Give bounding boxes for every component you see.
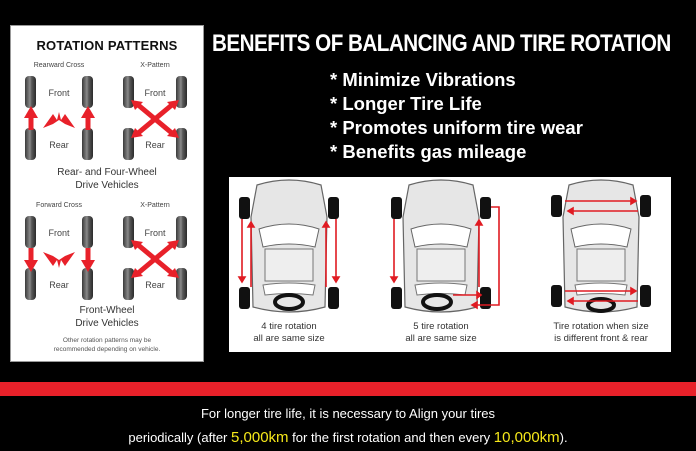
tire-icon [176,76,187,108]
pattern-label: X-Pattern [140,202,170,209]
pattern-label: X-Pattern [140,62,170,69]
front-label: Front [144,228,166,238]
rotation-patterns-title: ROTATION PATTERNS [36,38,178,53]
rotation-arrows-icon [24,106,95,130]
diagram-5-tire-rotation: 5 tire rotation all are same size [381,177,501,352]
tire-icon [176,128,187,160]
diagram-caption: Tire rotation when size is different fro… [521,321,681,345]
caption-line: Front-Wheel [79,305,135,316]
group-caption-rwd-4wd: Rear- and Four-Wheel Drive Vehicles [11,166,203,192]
caption-line: Drive Vehicles [75,318,139,329]
footer-text: ). [559,430,568,445]
tire-icon [123,268,134,300]
diagram-different-size-rotation: Tire rotation when size is different fro… [541,177,661,352]
headline: BENEFITS OF BALANCING AND TIRE ROTATION [212,30,671,57]
pattern-forward-cross: Forward Cross Front Rear [19,202,99,302]
rear-label: Rear [145,140,165,150]
caption-line: Rear- and Four-Wheel [57,167,157,178]
tire-icon [123,216,134,248]
tire-icon [82,268,93,300]
rotation-note: Other rotation patterns may be recommend… [11,336,203,354]
pattern-rearward-cross: Rearward Cross Front Rear [19,62,99,162]
pattern-label: Rearward Cross [33,62,85,69]
group-caption-fwd: Front-Wheel Drive Vehicles [11,304,203,330]
car-top-view-icon [237,179,341,313]
caption-line: all are same size [405,333,477,344]
rotation-arrows-icon [24,248,95,272]
car-top-view-icon [389,179,500,313]
front-label: Front [144,88,166,98]
caption-line: is different front & rear [554,333,648,344]
benefit-item: * Benefits gas mileage [330,141,527,162]
note-line: Other rotation patterns may be [62,337,152,344]
tire-icon [25,76,36,108]
caption-line: 4 tire rotation [261,321,317,332]
x-pattern-arrows-icon [131,240,179,278]
diagram-caption: 5 tire rotation all are same size [361,321,521,345]
next-interval-highlight: 10,000km [493,429,560,446]
x-pattern-arrows-icon [131,100,179,138]
rotation-patterns-panel: ROTATION PATTERNS Rearward Cross Front R… [10,25,204,362]
tire-icon [25,128,36,160]
note-line: recommended depending on vehicle. [53,346,161,353]
rear-label: Rear [49,280,69,290]
car-top-view-icon [551,179,651,313]
caption-line: Drive Vehicles [75,180,139,191]
caption-line: 5 tire rotation [413,321,469,332]
rotation-diagrams-panel: 4 tire rotation all are same size 5 tire… [229,177,671,352]
benefit-item: * Longer Tire Life [330,93,482,114]
footer-text: periodically (after [128,430,231,445]
pattern-label: Forward Cross [36,202,82,209]
benefit-item: * Minimize Vibrations [330,69,516,90]
first-interval-highlight: 5,000km [231,429,289,446]
footer-line-2: periodically (after 5,000km for the firs… [0,426,696,450]
red-divider-bar [0,382,696,396]
tire-icon [82,128,93,160]
tire-icon [176,216,187,248]
benefit-item: * Promotes uniform tire wear [330,117,583,138]
tire-icon [123,76,134,108]
diagram-caption: 4 tire rotation all are same size [209,321,369,345]
tire-icon [25,268,36,300]
rear-label: Rear [145,280,165,290]
pattern-x-pattern-fwd: X-Pattern Front Rear [115,202,195,302]
benefits-list: * Minimize Vibrations * Longer Tire Life… [330,68,583,164]
tire-icon [123,128,134,160]
footer-line-1: For longer tire life, it is necessary to… [200,406,496,421]
footer-text: for the first rotation and then every [288,430,494,445]
diagram-4-tire-rotation: 4 tire rotation all are same size [229,177,349,352]
tire-icon [82,76,93,108]
pattern-x-pattern: X-Pattern Front Rear [115,62,195,162]
tire-icon [176,268,187,300]
rear-label: Rear [49,140,69,150]
front-label: Front [48,228,70,238]
tire-icon [82,216,93,248]
front-label: Front [48,88,70,98]
footer-note: For longer tire life, it is necessary to… [0,402,696,450]
tire-icon [25,216,36,248]
caption-line: all are same size [253,333,325,344]
caption-line: Tire rotation when size [553,321,649,332]
